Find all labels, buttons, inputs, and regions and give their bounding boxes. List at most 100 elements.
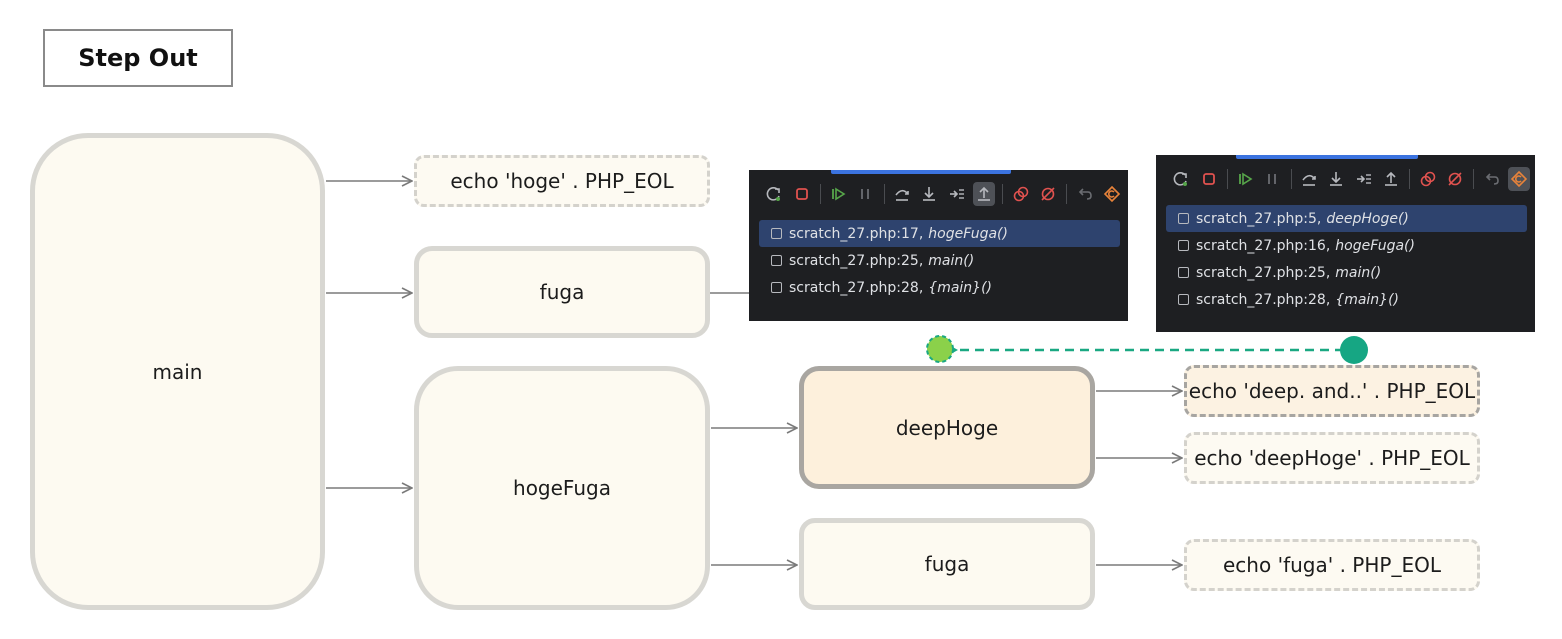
frame-function: deepHoge() [1326, 210, 1409, 227]
call-arrows [326, 181, 1182, 565]
panel-accent-bar [831, 170, 1011, 174]
rerun-icon [1173, 172, 1188, 186]
panel-accent-bar [1236, 155, 1418, 159]
step-out-button[interactable] [972, 182, 996, 206]
resume-icon [1239, 172, 1253, 186]
rerun-icon [766, 187, 781, 201]
stop-icon [795, 188, 808, 200]
stack-frame[interactable]: scratch_27.php:16,hogeFuga() [1166, 232, 1527, 259]
pause-button[interactable] [854, 182, 876, 206]
step-into-icon [923, 187, 936, 201]
frame-location: scratch_27.php:25, [789, 252, 924, 269]
debugger-toolbar [1156, 165, 1535, 193]
frame-icon [1178, 267, 1189, 278]
frame-icon [1178, 213, 1189, 224]
node-main: main [30, 133, 325, 610]
toolbar-separator [883, 184, 885, 204]
step-target-dot [926, 335, 954, 363]
rerun-button[interactable] [763, 182, 785, 206]
smart-step-into-button[interactable] [946, 182, 968, 206]
settings-icon [1510, 170, 1527, 188]
resume-icon [832, 187, 846, 201]
breakpoints-icon [1013, 186, 1028, 202]
frame-function: hogeFuga() [928, 225, 1008, 242]
node-echo-hoge: echo 'hoge' . PHP_EOL [414, 155, 710, 207]
mute-breakpoints-button[interactable] [1444, 167, 1466, 191]
stop-button[interactable] [790, 182, 812, 206]
smart-step-into-button[interactable] [1353, 167, 1375, 191]
stack-frame[interactable]: scratch_27.php:28,{main}() [1166, 286, 1527, 313]
undo-button[interactable] [1480, 167, 1502, 191]
debugger-panel-after: scratch_27.php:5,deepHoge()scratch_27.ph… [1156, 155, 1535, 332]
frame-function: main() [1335, 264, 1382, 281]
stop-button[interactable] [1197, 167, 1219, 191]
breakpoints-icon [1420, 171, 1435, 187]
frame-function: main() [928, 252, 975, 269]
frame-location: scratch_27.php:17, [789, 225, 924, 242]
stack-frame[interactable]: scratch_27.php:25,main() [1166, 259, 1527, 286]
settings-icon [1103, 185, 1120, 203]
node-echo-deep-and: echo 'deep. and..' . PHP_EOL [1184, 365, 1480, 417]
smart-step-into-icon [1356, 174, 1371, 184]
frame-function: {main}() [928, 279, 992, 296]
toolbar-separator [819, 184, 821, 204]
node-echo-fuga: echo 'fuga' . PHP_EOL [1184, 539, 1480, 591]
stack-frame[interactable]: scratch_27.php:5,deepHoge() [1166, 205, 1527, 232]
frame-function: {main}() [1335, 291, 1399, 308]
pause-button[interactable] [1261, 167, 1283, 191]
step-over-button[interactable] [891, 182, 913, 206]
smart-step-into-icon [949, 189, 964, 199]
rerun-button[interactable] [1170, 167, 1192, 191]
frame-icon [1178, 240, 1189, 251]
frame-location: scratch_27.php:28, [789, 279, 924, 296]
frame-function: hogeFuga() [1335, 237, 1415, 254]
undo-button[interactable] [1073, 182, 1095, 206]
breakpoints-button[interactable] [1416, 167, 1438, 191]
step-into-button[interactable] [918, 182, 940, 206]
mute-breakpoints-icon [1041, 187, 1055, 201]
call-stack-list: scratch_27.php:5,deepHoge()scratch_27.ph… [1166, 205, 1527, 313]
toolbar-separator [1290, 169, 1292, 189]
stack-frame[interactable]: scratch_27.php:28,{main}() [759, 274, 1120, 301]
node-fuga-top: fuga [414, 246, 710, 338]
node-deephoge: deepHoge [799, 366, 1095, 489]
stack-frame[interactable]: scratch_27.php:17,hogeFuga() [759, 220, 1120, 247]
step-into-icon [1330, 172, 1343, 186]
settings-button[interactable] [1507, 167, 1530, 191]
page-title: Step Out [43, 29, 233, 87]
step-over-button[interactable] [1298, 167, 1320, 191]
node-echo-deephoge: echo 'deepHoge' . PHP_EOL [1184, 432, 1480, 484]
frame-icon [771, 282, 782, 293]
frame-icon [1178, 294, 1189, 305]
frame-icon [771, 228, 782, 239]
breakpoints-button[interactable] [1009, 182, 1031, 206]
node-fuga-bottom: fuga [799, 518, 1095, 610]
frame-location: scratch_27.php:5, [1196, 210, 1322, 227]
step-over-icon [895, 189, 909, 201]
frame-location: scratch_27.php:28, [1196, 291, 1331, 308]
stack-frame[interactable]: scratch_27.php:25,main() [759, 247, 1120, 274]
frame-icon [771, 255, 782, 266]
pause-icon [1268, 174, 1277, 184]
mute-breakpoints-icon [1448, 172, 1462, 186]
debugger-toolbar [749, 180, 1128, 208]
settings-button[interactable] [1101, 182, 1123, 206]
step-over-icon [1302, 174, 1316, 186]
resume-button[interactable] [827, 182, 849, 206]
frame-location: scratch_27.php:16, [1196, 237, 1331, 254]
step-out-button[interactable] [1380, 167, 1402, 191]
resume-button[interactable] [1234, 167, 1256, 191]
step-into-button[interactable] [1325, 167, 1347, 191]
toolbar-separator [1226, 169, 1228, 189]
toolbar-separator [1473, 169, 1475, 189]
frame-location: scratch_27.php:25, [1196, 264, 1331, 281]
step-out-icon [1385, 171, 1398, 186]
toolbar-separator [1066, 184, 1068, 204]
call-stack-list: scratch_27.php:17,hogeFuga()scratch_27.p… [759, 220, 1120, 301]
stop-icon [1202, 173, 1215, 185]
step-out-icon [978, 186, 991, 201]
mute-breakpoints-button[interactable] [1037, 182, 1059, 206]
debugger-panel-before: scratch_27.php:17,hogeFuga()scratch_27.p… [749, 170, 1128, 321]
undo-icon [1486, 173, 1500, 185]
